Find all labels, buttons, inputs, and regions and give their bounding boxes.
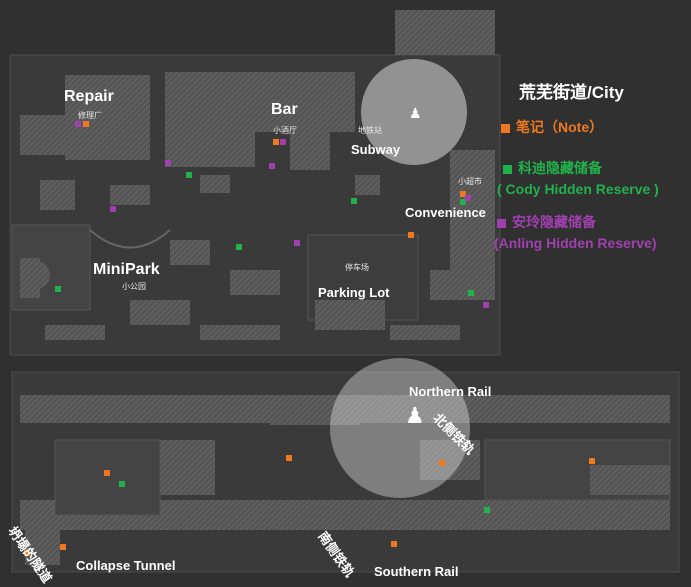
note-marker[interactable] — [273, 139, 279, 145]
legend-note: 笔记（Note） — [501, 117, 603, 137]
note-marker[interactable] — [408, 232, 414, 238]
anling-reserve-marker[interactable] — [165, 160, 171, 166]
subway-label: Subway — [351, 142, 401, 157]
legend-anling-cn: 安玲隐藏储备 — [512, 214, 596, 230]
anling-reserve-marker[interactable] — [269, 163, 275, 169]
subway-label-cn: 地铁站 — [358, 126, 382, 135]
legend-note-text: 笔记（Note） — [516, 119, 604, 135]
repair-label-cn: 修理厂 — [78, 111, 102, 120]
anling-reserve-marker[interactable] — [75, 121, 81, 127]
note-marker[interactable] — [83, 121, 89, 127]
bar-label-cn: 小酒厅 — [273, 126, 297, 135]
cody-reserve-marker[interactable] — [55, 286, 61, 292]
minipark-label: MiniPark — [93, 261, 160, 278]
anling-reserve-marker[interactable] — [110, 206, 116, 212]
cody-reserve-marker[interactable] — [351, 198, 357, 204]
note-marker[interactable] — [60, 544, 66, 550]
legend-cody-en: ( Cody Hidden Reserve ) — [497, 181, 659, 197]
cody-swatch-icon — [503, 164, 512, 174]
cody-reserve-marker[interactable] — [186, 172, 192, 178]
anling-reserve-marker[interactable] — [483, 302, 489, 308]
cody-reserve-marker[interactable] — [468, 290, 474, 296]
minipark-label-cn: 小公园 — [122, 282, 146, 291]
northern-rail-label: Northern Rail — [409, 384, 492, 399]
legend-anling-en: (Anling Hidden Reserve) — [494, 235, 657, 251]
note-marker[interactable] — [439, 460, 445, 466]
southern-rail-label: Southern Rail — [374, 564, 459, 579]
parking-label-cn: 停车场 — [345, 263, 369, 272]
legend-anling: 安玲隐藏储备 — [497, 212, 596, 232]
anling-swatch-icon — [497, 218, 506, 228]
convenience-label-cn: 小超市 — [458, 177, 482, 186]
legend-cody-cn: 科迪隐藏储备 — [518, 160, 602, 176]
collapse-tunnel-label: Collapse Tunnel — [76, 558, 176, 573]
northern-rail-highlight — [330, 358, 470, 498]
note-marker[interactable] — [460, 191, 466, 197]
note-marker[interactable] — [24, 550, 30, 556]
note-marker[interactable] — [104, 470, 110, 476]
cody-reserve-marker[interactable] — [484, 507, 490, 513]
cody-reserve-marker[interactable] — [460, 199, 466, 205]
subway-highlight — [361, 59, 467, 165]
anling-reserve-marker[interactable] — [465, 195, 471, 201]
upper-city-block — [9, 10, 501, 356]
note-marker[interactable] — [286, 455, 292, 461]
legend-cody: 科迪隐藏储备 — [503, 158, 602, 178]
bar-label: Bar — [271, 101, 298, 118]
convenience-label: Convenience — [405, 205, 486, 220]
note-markers — [24, 121, 595, 556]
lower-rail-block — [11, 371, 680, 573]
player-figure-icon: ♟ — [405, 403, 425, 428]
cody-reserve-marker[interactable] — [119, 481, 125, 487]
anling-reserve-marker[interactable] — [280, 139, 286, 145]
parking-label: Parking Lot — [318, 285, 390, 300]
cody-reserve-marker[interactable] — [236, 244, 242, 250]
repair-label: Repair — [64, 88, 114, 105]
note-swatch-icon — [501, 123, 510, 133]
anling-reserve-markers — [75, 121, 489, 308]
cody-reserve-markers — [55, 172, 490, 513]
note-marker[interactable] — [589, 458, 595, 464]
player-figure-icon: ♟ — [409, 105, 422, 121]
note-marker[interactable] — [391, 541, 397, 547]
map-title: 荒芜街道/City — [519, 83, 624, 102]
anling-reserve-marker[interactable] — [294, 240, 300, 246]
